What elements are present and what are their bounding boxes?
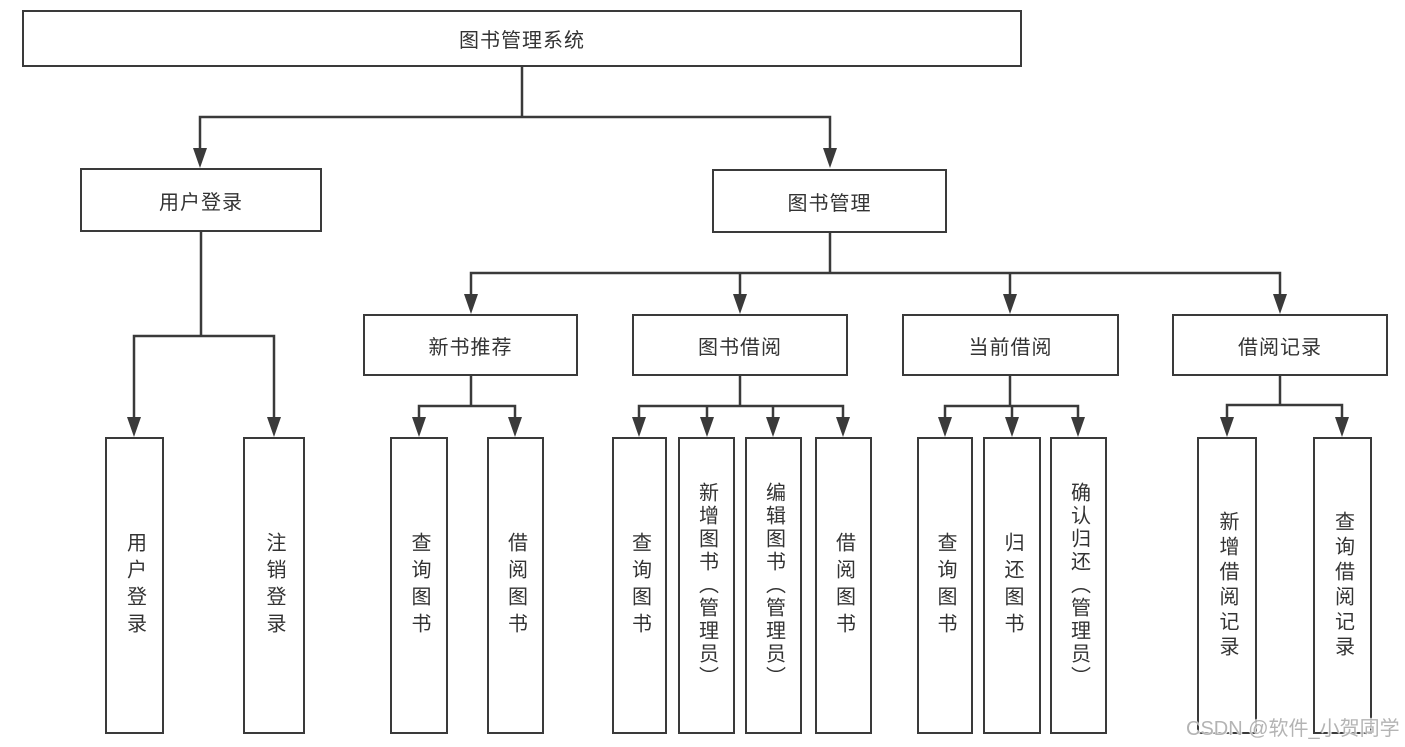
leaf-return-book: 归还图书	[983, 437, 1041, 734]
node-label: 图书管理	[787, 192, 872, 215]
leaf-query-borrow-record: 查询借阅记录	[1313, 437, 1372, 734]
node-label: 新增图书（管理员）	[695, 482, 718, 689]
node-current-borrow: 当前借阅	[902, 314, 1119, 376]
node-new-book-recommend: 新书推荐	[363, 314, 578, 376]
node-label: 用户登录	[159, 191, 243, 214]
node-user-login: 用户登录	[80, 168, 322, 232]
leaf-edit-book-admin: 编辑图书（管理员）	[745, 437, 802, 734]
leaf-query-books-current: 查询图书	[917, 437, 973, 734]
edge-book-borrow-to-leaves	[632, 375, 850, 437]
leaf-confirm-return-admin: 确认归还（管理员）	[1050, 437, 1107, 734]
node-label: 借阅图书	[832, 531, 855, 640]
edge-book-management-to-level3	[464, 232, 1287, 314]
node-borrow-records: 借阅记录	[1172, 314, 1388, 376]
node-label: 查询借阅记录	[1331, 510, 1354, 661]
csdn-watermark: CSDN @软件_小贺同学	[1186, 718, 1400, 740]
node-label: 查询图书	[628, 531, 651, 640]
edge-new-book-recommend-to-leaves	[412, 375, 522, 437]
edge-user-login-to-leaves	[127, 231, 281, 437]
node-label: 图书管理系统	[459, 30, 585, 52]
leaf-add-borrow-record: 新增借阅记录	[1197, 437, 1257, 734]
node-label: 确认归还（管理员）	[1067, 482, 1090, 689]
leaf-borrow-books-recommend: 借阅图书	[487, 437, 544, 734]
node-label: 编辑图书（管理员）	[762, 482, 785, 689]
node-label: 查询图书	[408, 531, 430, 640]
edge-borrow-records-to-leaves	[1220, 375, 1349, 437]
node-label: 新书推荐	[428, 336, 513, 359]
node-label: 新增借阅记录	[1216, 510, 1238, 661]
leaf-logout-login: 注销登录	[243, 437, 305, 734]
leaf-borrow-books: 借阅图书	[815, 437, 872, 734]
node-label: 注销登录	[263, 531, 285, 640]
node-book-borrow: 图书借阅	[632, 314, 848, 376]
node-label: 借阅图书	[504, 531, 527, 640]
node-label: 图书借阅	[698, 336, 782, 359]
node-label: 当前借阅	[968, 336, 1053, 359]
node-label: 查询图书	[934, 531, 956, 640]
leaf-user-login: 用户登录	[105, 437, 164, 734]
node-root-system: 图书管理系统	[22, 10, 1022, 67]
node-label: 归还图书	[1001, 531, 1023, 640]
node-label: 用户登录	[123, 531, 146, 640]
node-label: 借阅记录	[1238, 336, 1322, 359]
leaf-add-book-admin: 新增图书（管理员）	[678, 437, 735, 734]
node-book-management: 图书管理	[712, 169, 947, 233]
edge-current-borrow-to-leaves	[938, 375, 1085, 437]
edge-root-to-level2	[193, 67, 837, 168]
leaf-query-books-recommend: 查询图书	[390, 437, 448, 734]
leaf-query-books-borrow: 查询图书	[612, 437, 667, 734]
